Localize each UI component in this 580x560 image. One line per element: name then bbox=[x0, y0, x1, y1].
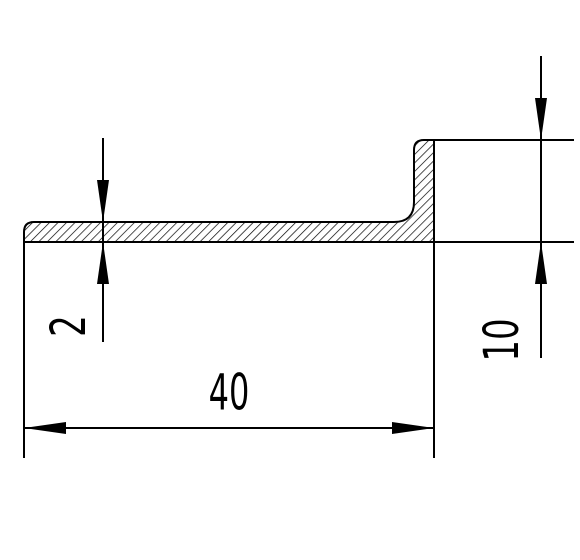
thickness-dimension-label: 2 bbox=[40, 315, 97, 337]
width-dimension-label: 40 bbox=[209, 363, 250, 421]
profile-section bbox=[23, 139, 435, 243]
width-arrow-right bbox=[392, 422, 434, 434]
width-arrow-left bbox=[24, 422, 66, 434]
height-arrow-up bbox=[535, 242, 547, 284]
height-dimension-label: 10 bbox=[473, 318, 530, 361]
thickness-arrow-up bbox=[97, 242, 109, 284]
thickness-arrow-down bbox=[97, 180, 109, 222]
height-arrow-down bbox=[535, 98, 547, 140]
